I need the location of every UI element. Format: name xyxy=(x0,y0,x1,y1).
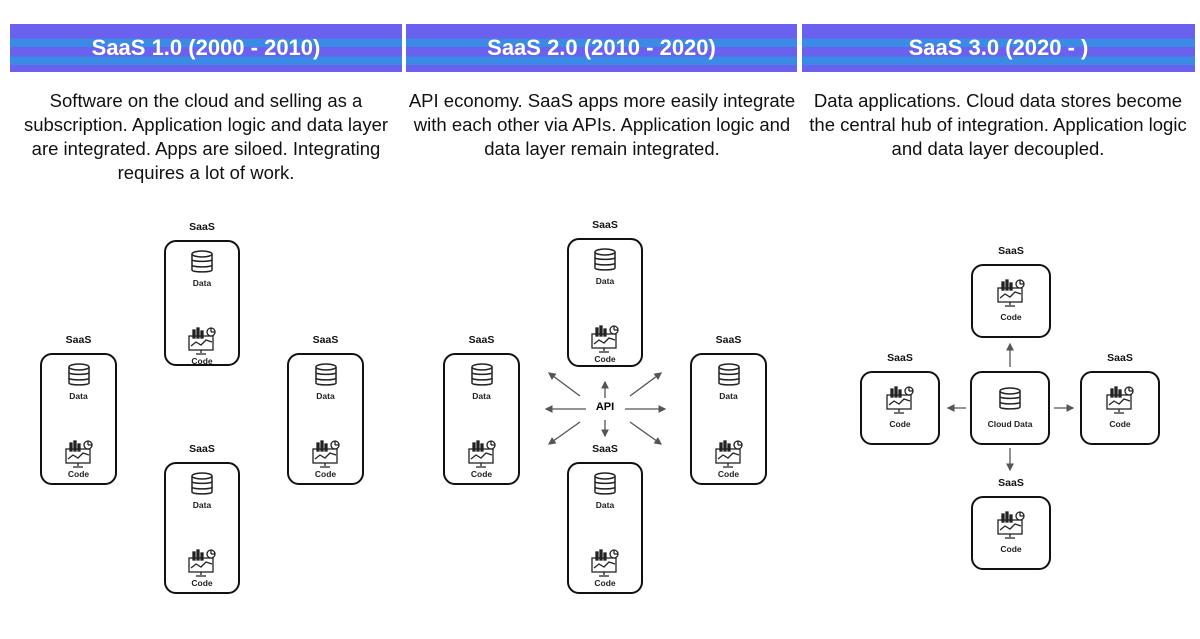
saas-label: SaaS xyxy=(65,334,92,346)
database-icon xyxy=(715,361,743,394)
saas-app-box xyxy=(971,496,1051,570)
arrow xyxy=(629,372,663,397)
code-label: Code xyxy=(67,469,90,479)
cloud-data-label: Cloud Data xyxy=(987,419,1033,429)
panel-3-title: SaaS 3.0 (2020 - ) xyxy=(802,24,1195,72)
saas-app-box xyxy=(860,371,940,445)
database-icon xyxy=(188,470,216,503)
code-label: Code xyxy=(1000,544,1022,554)
saas-app-box xyxy=(971,264,1051,338)
data-label: Data xyxy=(595,276,615,286)
saas-label: SaaS xyxy=(189,221,215,233)
code-label: Code xyxy=(1109,419,1131,429)
monitor-chart-icon xyxy=(1104,385,1136,420)
code-label: Code xyxy=(717,469,740,479)
code-label: Code xyxy=(314,469,337,479)
monitor-chart-icon xyxy=(310,439,342,474)
arrow xyxy=(547,372,581,397)
monitor-chart-icon xyxy=(63,439,95,474)
saas-app-box xyxy=(1080,371,1160,445)
code-label: Code xyxy=(1000,312,1022,322)
database-icon xyxy=(312,361,340,394)
panel-2-description: API economy. SaaS apps more easily integ… xyxy=(408,90,796,159)
data-label: Data xyxy=(69,391,88,401)
panel-1-description: Software on the cloud and selling as a s… xyxy=(23,90,389,183)
panel-1-title: SaaS 1.0 (2000 - 2010) xyxy=(10,24,402,72)
data-label: Data xyxy=(316,391,335,401)
arrow xyxy=(547,421,581,445)
monitor-chart-icon xyxy=(995,510,1027,545)
panel-3-description: Data applications. Cloud data stores bec… xyxy=(809,90,1187,159)
monitor-chart-icon xyxy=(589,324,621,359)
api-label: API xyxy=(595,401,615,413)
data-label: Data xyxy=(472,391,491,401)
panel-2-title: SaaS 2.0 (2010 - 2020) xyxy=(406,24,797,72)
monitor-chart-icon xyxy=(884,385,916,420)
saas-label: SaaS xyxy=(468,334,495,346)
monitor-chart-icon xyxy=(995,278,1027,313)
saas-label: SaaS xyxy=(887,352,913,364)
database-icon xyxy=(468,361,496,394)
arrow xyxy=(629,421,663,445)
saas-label: SaaS xyxy=(715,334,742,346)
monitor-chart-icon xyxy=(186,326,218,361)
cloud-data-box xyxy=(970,371,1050,445)
saas-label: SaaS xyxy=(998,245,1024,257)
saas-label: SaaS xyxy=(189,443,215,455)
monitor-chart-icon xyxy=(589,548,621,583)
monitor-chart-icon xyxy=(713,439,745,474)
saas-label: SaaS xyxy=(312,334,339,346)
code-label: Code xyxy=(191,578,213,588)
database-icon xyxy=(188,248,216,281)
code-label: Code xyxy=(889,419,911,429)
monitor-chart-icon xyxy=(186,548,218,583)
data-label: Data xyxy=(192,500,212,510)
database-icon xyxy=(996,385,1024,418)
database-icon xyxy=(591,470,619,503)
database-icon xyxy=(591,246,619,279)
monitor-chart-icon xyxy=(466,439,498,474)
data-label: Data xyxy=(719,391,738,401)
code-label: Code xyxy=(594,578,616,588)
saas-label: SaaS xyxy=(1107,352,1133,364)
saas-label: SaaS xyxy=(592,443,618,455)
data-label: Data xyxy=(192,278,212,288)
code-label: Code xyxy=(191,356,213,366)
code-label: Code xyxy=(594,354,616,364)
saas-label: SaaS xyxy=(998,477,1024,489)
saas-label: SaaS xyxy=(592,219,618,231)
data-label: Data xyxy=(595,500,615,510)
code-label: Code xyxy=(470,469,493,479)
database-icon xyxy=(65,361,93,394)
